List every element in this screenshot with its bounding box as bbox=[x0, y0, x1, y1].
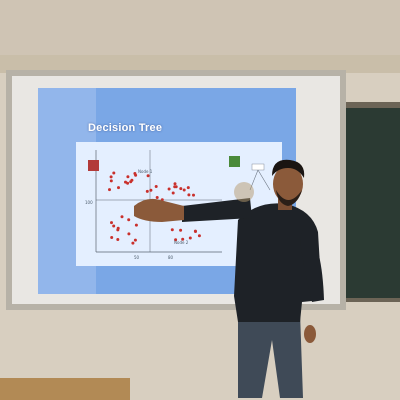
scatter-point-32 bbox=[116, 238, 120, 241]
hand-shadow bbox=[234, 182, 254, 202]
scatter-point-15 bbox=[186, 186, 190, 190]
scatter-point-33 bbox=[116, 226, 120, 230]
scatter-point-34 bbox=[110, 221, 113, 225]
scatter-point-47 bbox=[174, 238, 178, 242]
scatter-point-25 bbox=[192, 193, 195, 197]
node-label-b: Node 2 bbox=[174, 240, 189, 245]
scatter-points bbox=[108, 171, 201, 245]
scatter-point-43 bbox=[197, 234, 201, 238]
scatter-point-12 bbox=[109, 179, 113, 183]
scatter-point-48 bbox=[188, 236, 192, 240]
scatter-point-28 bbox=[149, 188, 153, 192]
presenter bbox=[134, 159, 324, 398]
presenter-jeans bbox=[238, 312, 303, 398]
presenter-head bbox=[273, 165, 303, 203]
scatter-point-40 bbox=[120, 215, 124, 219]
scatter-point-26 bbox=[154, 185, 158, 188]
scatter-point-1 bbox=[109, 175, 113, 179]
scatter-point-42 bbox=[179, 228, 183, 232]
scatter-point-13 bbox=[146, 174, 150, 178]
scatter-point-3 bbox=[108, 188, 111, 192]
scatter-point-30 bbox=[134, 223, 138, 227]
scatter-point-35 bbox=[127, 218, 131, 222]
scatter-point-36 bbox=[110, 236, 114, 239]
presenter-right-hand bbox=[304, 325, 316, 343]
scatter-point-45 bbox=[170, 228, 174, 232]
axis-label-right: 80 bbox=[168, 255, 174, 260]
scatter-point-41 bbox=[112, 224, 116, 228]
scatter-point-29 bbox=[187, 193, 191, 197]
axis-label-left: 100 bbox=[85, 200, 93, 205]
scatter-point-49 bbox=[194, 230, 197, 233]
presenter-hair bbox=[272, 159, 305, 178]
scatter-point-8 bbox=[134, 173, 138, 177]
scatter-point-14 bbox=[171, 191, 175, 195]
presenter-beard bbox=[276, 190, 302, 206]
scatter-point-23 bbox=[174, 185, 178, 189]
scatter-point-39 bbox=[127, 232, 131, 236]
scatter-point-10 bbox=[112, 171, 116, 175]
scatter-point-37 bbox=[131, 241, 135, 245]
slide-title: Decision Tree bbox=[88, 122, 163, 134]
scatter-point-24 bbox=[182, 188, 186, 192]
scatter-point-44 bbox=[181, 237, 185, 241]
presenter-pointing-hand bbox=[134, 198, 184, 222]
scatter-point-38 bbox=[133, 238, 137, 242]
chalkboard bbox=[342, 108, 400, 298]
node-label-a: Node 1 bbox=[138, 169, 153, 174]
scatter-point-2 bbox=[124, 180, 127, 184]
legend-box-left bbox=[88, 160, 99, 171]
scatter-point-27 bbox=[173, 182, 177, 186]
scatter-point-20 bbox=[167, 187, 171, 191]
presenter-pointing-arm bbox=[182, 198, 252, 222]
desk-edge bbox=[0, 378, 130, 400]
scatter-point-11 bbox=[145, 189, 149, 193]
legend-box-right bbox=[229, 156, 240, 167]
scatter-point-5 bbox=[117, 186, 120, 190]
presenter-shirt bbox=[234, 203, 322, 322]
ceiling-band bbox=[0, 0, 400, 55]
scatter-point-7 bbox=[126, 175, 130, 179]
presenter-right-arm bbox=[300, 226, 324, 302]
scatter-point-18 bbox=[179, 187, 183, 191]
scatter-point-19 bbox=[155, 196, 159, 199]
axis-label-mid: 50 bbox=[134, 255, 140, 260]
scatter-point-9 bbox=[129, 180, 133, 184]
wall-trim bbox=[0, 55, 400, 73]
